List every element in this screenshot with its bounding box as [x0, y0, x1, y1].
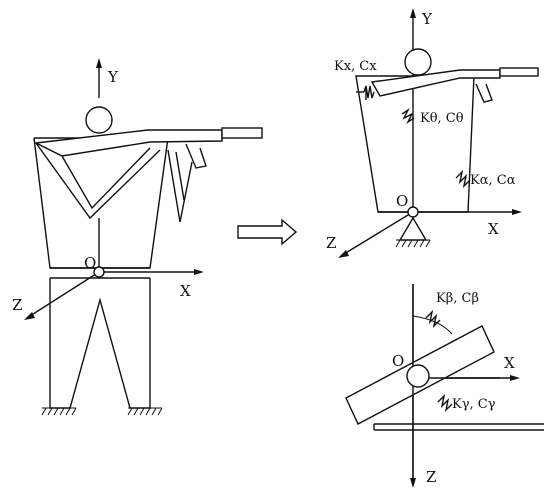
- upper-right-model: Y Kx, Cx Kθ, Cθ Kα, Cα X: [326, 8, 539, 258]
- lr-z-label: Z: [426, 468, 436, 486]
- left-y-arrowhead: [96, 58, 102, 68]
- left-foot-left-ground: [41, 407, 77, 416]
- ur-spring-theta-label: Kθ, Cθ: [420, 111, 464, 126]
- left-legs: [49, 278, 151, 409]
- left-origin-label: O: [84, 254, 96, 272]
- left-x-label: X: [180, 282, 191, 300]
- lr-spring-beta-label: Kβ, Cβ: [436, 291, 479, 306]
- ur-support-ground: [395, 239, 431, 248]
- ur-rifle-barrel: [499, 67, 539, 77]
- left-foot-right-ground: [127, 407, 163, 416]
- left-x-arrowhead: [194, 269, 204, 275]
- ur-origin-marker: [407, 206, 419, 218]
- ur-z-label: Z: [326, 234, 336, 252]
- lr-spring-gamma-label: Kγ, Cγ: [452, 397, 496, 412]
- ur-spring-x-label: Kx, Cx: [334, 59, 377, 74]
- lr-spring-gamma: [437, 393, 453, 413]
- ur-spring-alpha: [455, 169, 471, 189]
- ur-y-arrowhead: [410, 8, 416, 18]
- lr-x-label: X: [504, 354, 515, 372]
- left-head: [85, 106, 113, 134]
- left-z-arrowhead: [24, 312, 35, 320]
- lr-origin-marker: [406, 364, 430, 388]
- lr-spring-beta: [425, 309, 441, 329]
- ur-body-trapezoid: [355, 75, 475, 213]
- left-torso: [33, 137, 169, 269]
- left-z-axis: [29, 271, 100, 317]
- left-y-label: Y: [107, 68, 119, 86]
- left-forearm: [175, 151, 185, 201]
- lr-z-arrowhead: [410, 478, 416, 488]
- ur-spring-alpha-label: Kα, Cα: [470, 173, 516, 188]
- ur-rifle-magazine: [475, 83, 493, 103]
- left-shooter-figure: Y: [12, 58, 263, 416]
- left-origin-marker: [93, 266, 105, 278]
- left-rifle-magazine: [185, 143, 207, 169]
- left-arm-inner: [61, 147, 151, 210]
- ur-pin-support: [398, 216, 428, 241]
- ur-z-axis: [343, 211, 414, 255]
- left-arm-front: [167, 149, 193, 223]
- left-arm-rear: [35, 142, 161, 220]
- left-rifle-body: [33, 129, 223, 157]
- ur-x-arrowhead: [512, 209, 522, 215]
- transform-arrow: [237, 218, 298, 246]
- ur-spring-x: [356, 85, 375, 100]
- ur-origin-label: O: [396, 192, 408, 210]
- lr-origin-label: O: [392, 352, 404, 370]
- lr-x-arrowhead: [510, 375, 520, 381]
- lr-beta-arc: [412, 315, 453, 335]
- lower-right-model: Z X O Kβ, Cβ Kγ, Cγ: [345, 284, 544, 488]
- ur-y-label: Y: [421, 10, 433, 28]
- ur-x-label: X: [488, 220, 499, 238]
- ur-z-arrowhead: [338, 250, 349, 258]
- ur-rifle-body: [370, 69, 501, 97]
- transform-arrow-shape: [237, 218, 298, 246]
- left-rifle-barrel: [221, 127, 263, 139]
- ur-head: [404, 48, 432, 76]
- left-z-label: Z: [12, 296, 22, 314]
- ur-spring-theta: [401, 107, 415, 125]
